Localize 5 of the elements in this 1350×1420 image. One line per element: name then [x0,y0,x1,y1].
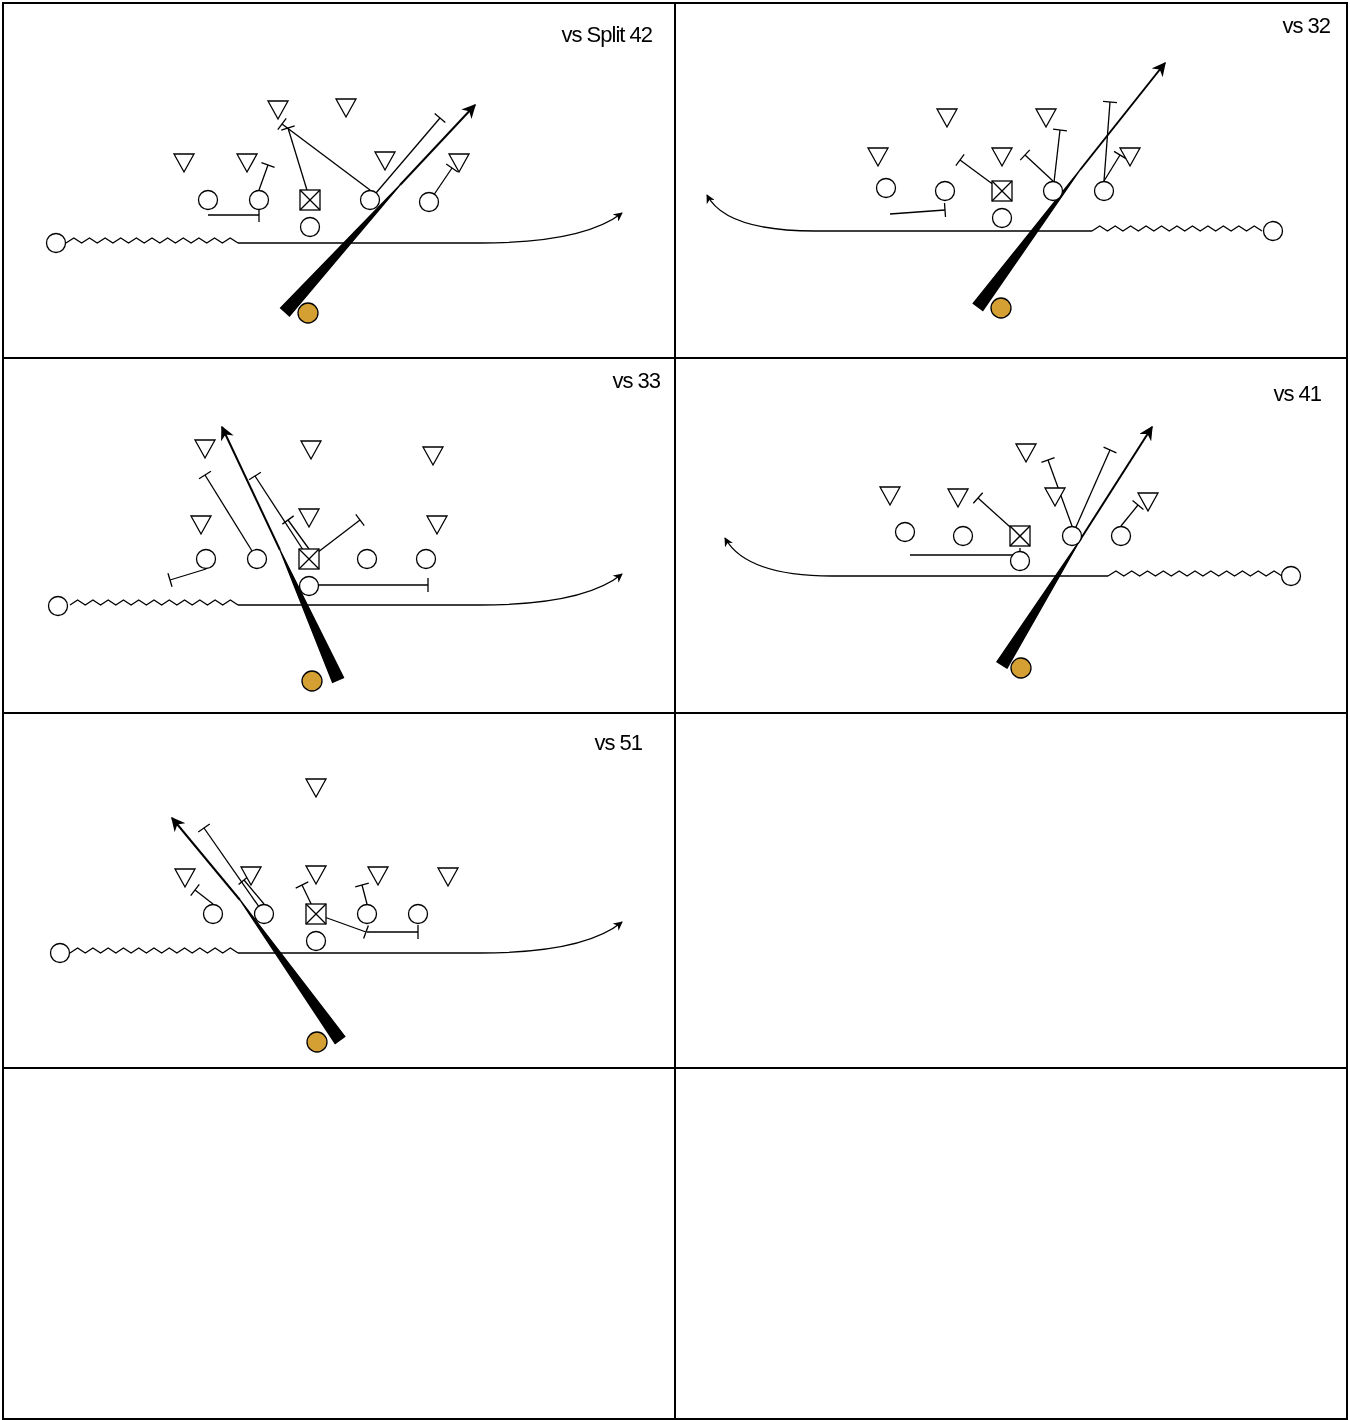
play-title: vs 33 [612,368,660,394]
play-title: vs 51 [594,730,642,756]
play-title: vs 41 [1273,381,1321,407]
play-title: vs Split 42 [561,22,652,48]
play-title: vs 32 [1282,13,1330,39]
